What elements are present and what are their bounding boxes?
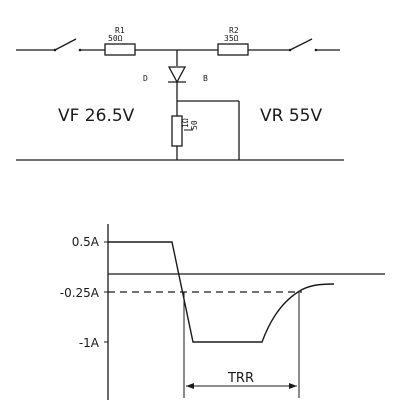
tick-label-neg-0.25a: -0.25A	[60, 286, 100, 300]
r2-label: R2	[229, 26, 239, 35]
test-circuit: R1 50Ω R2 35Ω D B 1Ω 50	[16, 26, 344, 161]
switch-right	[288, 38, 318, 52]
tick-label-0.5a: 0.5A	[72, 235, 100, 249]
sense-resistor-value-2: 50	[190, 120, 199, 130]
vr-label: VR 55V	[260, 106, 322, 126]
trr-label: TRR	[227, 371, 254, 386]
resistor-r2	[217, 43, 249, 56]
r1-value: 50Ω	[108, 34, 123, 43]
switch-left	[53, 38, 82, 52]
recovery-waveform: 0.5A -0.25A -1A TRR	[60, 224, 385, 400]
r1-label: R1	[115, 26, 125, 35]
resistor-r1	[104, 43, 136, 56]
trr-dimension-arrow	[186, 383, 297, 389]
vf-label: VF 26.5V	[58, 106, 135, 126]
sense-resistor-value-1: 1Ω	[181, 118, 190, 128]
diode-symbol	[167, 66, 187, 84]
r2-value: 35Ω	[224, 34, 239, 43]
tick-label-neg-1a: -1A	[79, 336, 100, 350]
diode-left-label: D	[143, 74, 148, 83]
current-waveform	[108, 241, 335, 343]
diode-right-label: B	[203, 74, 208, 83]
